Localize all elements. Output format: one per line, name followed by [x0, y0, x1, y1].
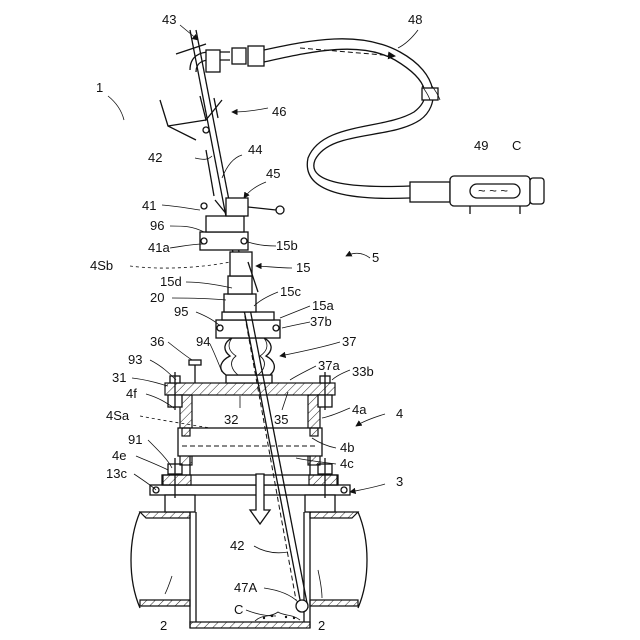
- label-4Sa: 4Sa: [106, 408, 130, 423]
- label-45: 45: [266, 166, 280, 181]
- label-42-lower: 42: [230, 538, 244, 553]
- lower-flange-assembly: [150, 458, 350, 512]
- label-2-left: 2: [160, 618, 167, 633]
- label-91: 91: [128, 432, 142, 447]
- label-33b: 33b: [352, 364, 374, 379]
- bellows-37: [216, 312, 280, 375]
- label-93: 93: [128, 352, 142, 367]
- label-36: 36: [150, 334, 164, 349]
- label-4a: 4a: [352, 402, 367, 417]
- label-42-upper: 42: [148, 150, 162, 165]
- svg-text:~ ~ ~: ~ ~ ~: [478, 183, 508, 198]
- label-4Sb: 4Sb: [90, 258, 113, 273]
- label-20: 20: [150, 290, 164, 305]
- label-15: 15: [296, 260, 310, 275]
- label-44: 44: [248, 142, 262, 157]
- label-96: 96: [150, 218, 164, 233]
- label-35: 35: [274, 412, 288, 427]
- label-4b: 4b: [340, 440, 354, 455]
- label-41: 41: [142, 198, 156, 213]
- casing-4: [178, 395, 322, 475]
- label-1: 1: [96, 80, 103, 95]
- label-41a: 41a: [148, 240, 170, 255]
- label-15a: 15a: [312, 298, 334, 313]
- sampler-49: ~ ~ ~: [410, 176, 544, 214]
- label-5: 5: [372, 250, 379, 265]
- label-46: 46: [272, 104, 286, 119]
- label-4c: 4c: [340, 456, 354, 471]
- label-94: 94: [196, 334, 210, 349]
- label-95: 95: [174, 304, 188, 319]
- main-pipe: [131, 512, 367, 628]
- label-37b: 37b: [310, 314, 332, 329]
- label-C-lower: C: [234, 602, 243, 617]
- label-3: 3: [396, 474, 403, 489]
- hose-48: [264, 39, 440, 199]
- label-49: 49: [474, 138, 488, 153]
- label-4e: 4e: [112, 448, 126, 463]
- label-15c: 15c: [280, 284, 301, 299]
- label-47A: 47A: [234, 580, 257, 595]
- label-37: 37: [342, 334, 356, 349]
- label-13c: 13c: [106, 466, 127, 481]
- elbow-43: [176, 44, 264, 72]
- label-4f: 4f: [126, 386, 137, 401]
- label-2-right: 2: [318, 618, 325, 633]
- label-32: 32: [224, 412, 238, 427]
- label-48: 48: [408, 12, 422, 27]
- label-43: 43: [162, 12, 176, 27]
- label-15b: 15b: [276, 238, 298, 253]
- label-31: 31: [112, 370, 126, 385]
- label-37a: 37a: [318, 358, 340, 373]
- label-15d: 15d: [160, 274, 182, 289]
- label-4: 4: [396, 406, 403, 421]
- label-C-upper: C: [512, 138, 521, 153]
